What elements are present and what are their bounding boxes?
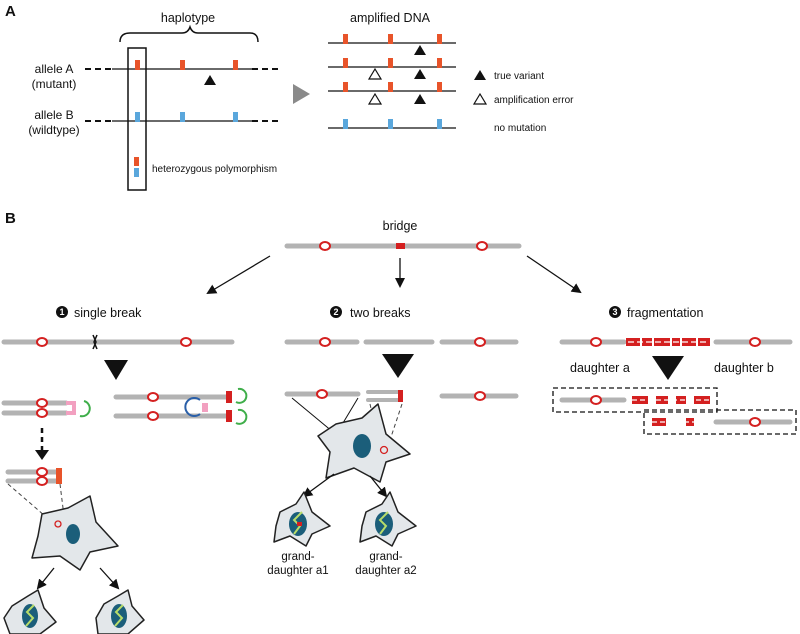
daughter-a-label: daughter a [570, 361, 630, 375]
panel-a: A haplotype allele A (mutant) allele B (… [5, 3, 574, 191]
cell [317, 403, 411, 483]
legend: true variant amplification error no muta… [472, 70, 574, 134]
fusion-link [66, 401, 76, 415]
step-number-badge [609, 306, 621, 318]
amp-error-icon [367, 92, 383, 105]
blue-arrow-icon [184, 397, 201, 417]
allele-b-sublabel: (wildtype) [28, 123, 79, 137]
arrow-to-step1 [206, 255, 271, 295]
true-variant-icon [414, 69, 426, 79]
amplified-read [328, 34, 456, 55]
step-3-label: fragmentation [627, 306, 703, 320]
haplotype-label: haplotype [161, 11, 215, 25]
true-variant-icon [414, 45, 426, 55]
granddaughter-cell [95, 589, 145, 634]
granddaughter-a1-cell [273, 491, 331, 547]
granddaughter-a2-cell [359, 491, 417, 547]
svg-text:2: 2 [333, 307, 338, 317]
fragmentation-column: daughter a daughter b [552, 337, 797, 435]
gray-arrow-icon [293, 84, 310, 104]
arrow-to-granddaughter [99, 567, 120, 590]
chromosome-squiggle [114, 604, 124, 627]
allele-a-sublabel: (mutant) [32, 77, 77, 91]
allele-a-line [85, 60, 282, 85]
het-marker-orange [134, 157, 139, 166]
nucleus [353, 434, 371, 458]
daughter-a-box [552, 387, 718, 413]
legend-no-mutation: no mutation [494, 123, 546, 134]
dashed-arrow-head [35, 450, 49, 460]
snp-marker [135, 112, 140, 122]
nucleus [66, 524, 80, 544]
true-variant-icon [204, 75, 216, 85]
daughter-b-label: daughter b [714, 361, 774, 375]
granddaughter-cell [3, 589, 57, 634]
snp-marker [135, 60, 140, 70]
svg-text:3: 3 [612, 307, 617, 317]
granddaughter-a2-sublabel: daughter a2 [355, 565, 416, 577]
granddaughter-a1-label: grand- [281, 551, 314, 563]
daughter-b-box [643, 409, 797, 435]
down-triangle-icon [382, 354, 414, 378]
amplified-read [328, 58, 456, 80]
amplified-read [328, 119, 456, 129]
step-1-label: single break [74, 306, 142, 320]
het-polymorphism-label: heterozygous polymorphism [152, 164, 277, 175]
step-1-header: 1 single break [56, 306, 142, 320]
allele-a-label: allele A [35, 62, 74, 76]
granddaughter-a2-label: grand- [369, 551, 402, 563]
amplified-dna-label: amplified DNA [350, 11, 431, 25]
bridge-midpoint [396, 243, 405, 249]
snp-marker [180, 60, 185, 70]
panel-b: B bridge 1 single break 2 two breaks 3 f… [1, 210, 797, 634]
allele-b-label: allele B [34, 108, 73, 122]
two-breaks-column: grand- daughter a1 grand- daughter a2 [267, 337, 519, 577]
green-arrow-icon [79, 400, 91, 418]
down-triangle-icon [652, 356, 684, 380]
step-2-label: two breaks [350, 306, 410, 320]
fragments [626, 338, 710, 346]
snp-marker [180, 112, 185, 122]
chromosome-squiggle [25, 604, 35, 627]
break-icon [92, 334, 98, 350]
step-number-badge [330, 306, 342, 318]
fusion-link [202, 403, 208, 412]
centromere [476, 241, 488, 251]
down-triangle-icon [104, 360, 128, 380]
arrow-to-step3 [526, 255, 582, 294]
green-arrow-icon [235, 387, 248, 404]
panel-a-label: A [5, 3, 16, 20]
arrow-to-granddaughter-a2 [369, 475, 388, 498]
haplotype-brace [119, 24, 259, 43]
svg-text:1: 1 [59, 307, 64, 317]
step-number-badge [56, 306, 68, 318]
bridge-label: bridge [383, 219, 418, 233]
arrow-to-granddaughter [36, 567, 55, 590]
snp-marker [233, 60, 238, 70]
snp-marker [233, 112, 238, 122]
legend-amp-error: amplification error [494, 95, 574, 106]
step-2-header: 2 two breaks [330, 306, 410, 320]
amplified-read [328, 82, 456, 105]
granddaughter-a1-sublabel: daughter a1 [267, 565, 328, 577]
polymorphism-box [127, 47, 147, 191]
legend-amp-error-icon [472, 92, 488, 105]
true-variant-icon [414, 94, 426, 104]
green-arrow-icon [235, 408, 248, 425]
panel-b-label: B [5, 210, 16, 227]
bridge-chromosome [284, 241, 522, 251]
legend-true-variant: true variant [494, 71, 544, 82]
arrow-to-granddaughter-a1 [302, 473, 335, 498]
legend-true-variant-icon [474, 70, 486, 80]
single-break-column [1, 334, 248, 634]
het-marker-blue [134, 168, 139, 177]
step-3-header: 3 fragmentation [609, 306, 703, 320]
amp-error-icon [367, 67, 383, 80]
micronucleus [379, 445, 389, 455]
centromere [319, 241, 331, 251]
allele-b-line [85, 112, 282, 122]
micronucleus [54, 520, 62, 528]
cell [31, 495, 119, 571]
